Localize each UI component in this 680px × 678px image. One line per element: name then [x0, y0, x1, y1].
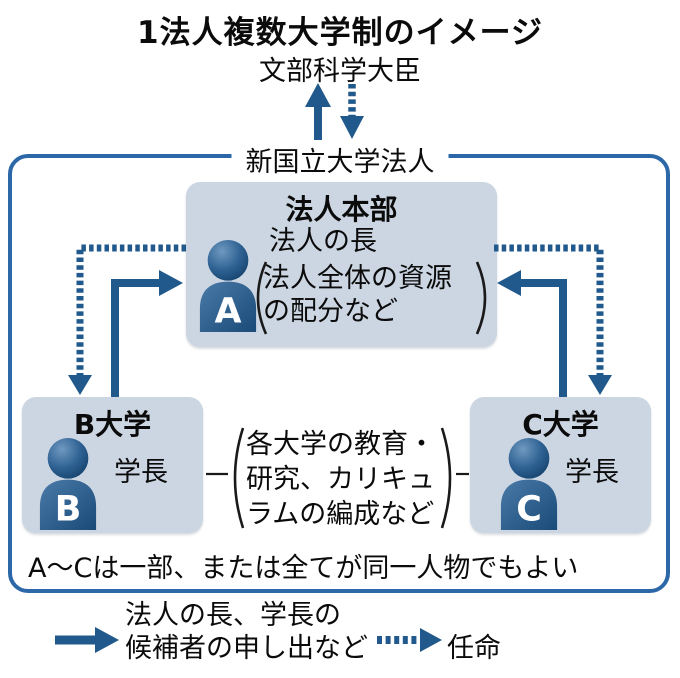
universities-duty-line3: ラムの編成など: [246, 499, 435, 530]
legend-dotted-arrow-icon: [377, 628, 442, 652]
university-b-panel: B大学 B 学長: [22, 397, 203, 533]
person-b-icon: B: [39, 437, 97, 530]
legend-solid-arrow-icon: [55, 627, 119, 653]
person-c-icon: C: [500, 437, 558, 530]
appointment-arrow-down-icon: [340, 84, 364, 139]
same-person-note: A〜Cは一部、または全てが同一人物でもよい: [28, 553, 579, 584]
universities-duty-line1: 各大学の教育・: [246, 429, 435, 460]
legend-solid-label-line1: 法人の長、学長の: [125, 600, 341, 631]
universities-duty-line2: 研究、カリキュ: [246, 464, 435, 495]
corporation-label: 新国立大学法人: [231, 140, 449, 179]
headquarters-panel: 法人本部 A 法人の長 法人全体の資源 の配分など: [186, 182, 497, 347]
legend-dotted-arrow-label: 任命: [447, 633, 501, 664]
headquarters-duty-line2: の配分など: [263, 296, 398, 327]
minister-label: 文部科学大臣: [259, 56, 421, 87]
legend-solid-arrow-label: 法人の長、学長の 候補者の申し出など: [125, 599, 368, 665]
universities-duty-text: 各大学の教育・ 研究、カリキュ ラムの編成など: [246, 427, 435, 532]
headquarters-duty-line1: 法人全体の資源: [263, 263, 452, 294]
university-c-role: 学長: [565, 457, 619, 488]
legend-solid-label-line2: 候補者の申し出など: [125, 633, 368, 664]
university-b-title: B大学: [73, 408, 152, 441]
person-c-letter: C: [516, 489, 542, 529]
person-a-icon: A: [199, 239, 257, 332]
diagram-title: 1法人複数大学制のイメージ: [137, 15, 543, 51]
proposal-arrow-up-icon: [305, 83, 331, 140]
university-b-role: 学長: [114, 457, 168, 488]
university-c-panel: C大学 C 学長: [470, 397, 651, 533]
university-c-title: C大学: [522, 408, 599, 441]
headquarters-role: 法人の長: [269, 226, 377, 257]
person-a-letter: A: [215, 291, 242, 331]
person-b-letter: B: [55, 489, 82, 529]
headquarters-title: 法人本部: [285, 193, 398, 226]
